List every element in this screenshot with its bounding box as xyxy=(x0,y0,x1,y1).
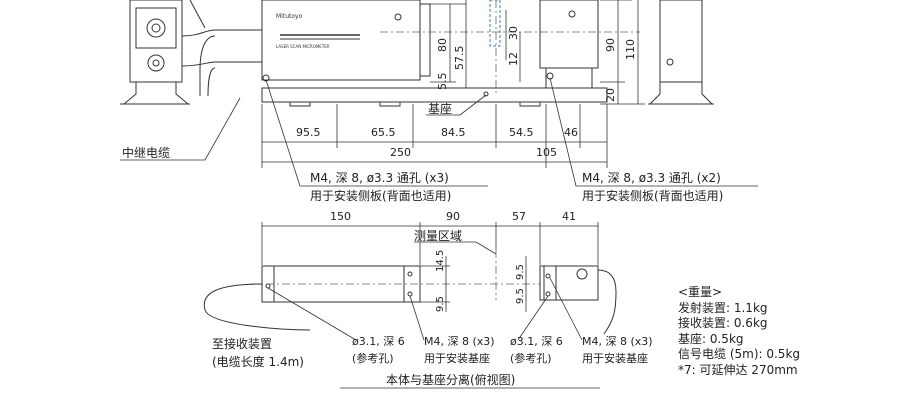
bvdim-14-5: 14.5 xyxy=(435,250,446,272)
receiver-body-top-view xyxy=(539,265,599,301)
weight-item: 基座: 0.5kg xyxy=(678,331,744,346)
dim-105: 105 xyxy=(536,146,557,159)
hole-a-sub: (参考孔) xyxy=(352,351,394,365)
center-lines xyxy=(380,0,640,95)
dim-250: 250 xyxy=(390,146,411,159)
hole-a: ø3.1, 深 6 xyxy=(352,335,405,348)
cable-length-label: (电缆长度 1.4m) xyxy=(212,354,304,369)
vdim-12: 12 xyxy=(507,52,520,66)
bdim-150: 150 xyxy=(330,210,351,223)
base-leader xyxy=(459,94,487,116)
emitter-cable xyxy=(203,283,311,331)
weight-notes-title: <重量> xyxy=(678,285,723,299)
base-plate xyxy=(261,87,608,107)
receiver-cable xyxy=(597,269,617,335)
weight-item: *7: 可延伸达 270mm xyxy=(678,362,798,377)
svg-text:LASER SCAN MICROMETER: LASER SCAN MICROMETER xyxy=(276,44,330,49)
bdim-57: 57 xyxy=(512,210,526,223)
weight-item: 接收装置: 0.6kg xyxy=(678,316,768,330)
dim-54-5: 54.5 xyxy=(509,126,534,139)
vdim-80: 80 xyxy=(436,38,449,52)
vdim-30: 30 xyxy=(507,26,520,40)
weight-notes: <重量> 发射装置: 1.1kg 接收装置: 0.6kg 基座: 0.5kg 信… xyxy=(678,285,800,378)
vdim-5-5: 5.5 xyxy=(436,73,449,91)
hole-note-left-sub: 用于安装侧板(背面也适用) xyxy=(310,188,451,203)
relay-cable-leader xyxy=(120,97,241,161)
bdim-90: 90 xyxy=(446,210,460,223)
dim-65-5: 65.5 xyxy=(371,126,396,139)
hole-b-sub: 用于安装基座 xyxy=(424,351,490,365)
hole-note-left: M4, 深 8, ø3.3 通孔 (x3) xyxy=(310,171,449,185)
bottom-view-caption: 本体与基座分离(俯视图) xyxy=(386,372,515,387)
weight-item: 发射装置: 1.1kg xyxy=(678,300,768,315)
emitter-body: Mitutoyo LASER SCAN MICROMETER xyxy=(261,0,431,82)
top-dim-lines xyxy=(261,104,608,168)
bottom-dim-lines xyxy=(261,222,599,265)
receiver-label: 至接收装置 xyxy=(212,336,272,351)
top-vdim-lines xyxy=(430,0,645,105)
relay-cable xyxy=(181,0,262,97)
vdim-57-5: 57.5 xyxy=(453,46,466,71)
hole-c: ø3.1, 深 6 xyxy=(510,335,563,348)
hole-b: M4, 深 8 (x3) xyxy=(424,335,495,348)
receiver-end-view xyxy=(648,0,714,105)
weight-item: 信号电缆 (5m): 0.5kg xyxy=(678,347,801,361)
measure-region-label: 测量区域 xyxy=(414,229,462,243)
hole-note-right-sub: 用于安装侧板(背面也适用) xyxy=(582,188,723,203)
bvdim-9-5-a: 9.5 xyxy=(435,296,446,312)
hole-note-left-leader xyxy=(265,79,488,187)
vdim-110: 110 xyxy=(624,39,637,60)
hole-d-sub: 用于安装基座 xyxy=(582,351,648,365)
svg-text:Mitutoyo: Mitutoyo xyxy=(276,13,303,20)
vdim-20: 20 xyxy=(604,88,617,102)
dim-46: 46 xyxy=(564,126,578,139)
bottom-center-line xyxy=(250,250,540,300)
base-label: 基座 xyxy=(428,101,452,116)
hole-d: M4, 深 8 (x3) xyxy=(582,335,653,348)
bvdim-9-5-c: 9.5 xyxy=(515,288,526,304)
bdim-41: 41 xyxy=(562,210,576,223)
bvdim-9-5-b: 9.5 xyxy=(515,264,526,280)
receiver-body xyxy=(539,0,599,89)
relay-cable-label: 中继电缆 xyxy=(122,145,170,160)
vdim-90: 90 xyxy=(604,38,617,52)
dim-95-5: 95.5 xyxy=(296,126,321,139)
hole-note-right-leader xyxy=(549,77,758,187)
hole-c-sub: (参考孔) xyxy=(510,351,552,365)
connector-end-view xyxy=(120,0,190,105)
dim-84-5: 84.5 xyxy=(441,126,466,139)
hole-note-right: M4, 深 8, ø3.3 通孔 (x2) xyxy=(582,171,721,185)
measurement-window xyxy=(489,0,501,47)
